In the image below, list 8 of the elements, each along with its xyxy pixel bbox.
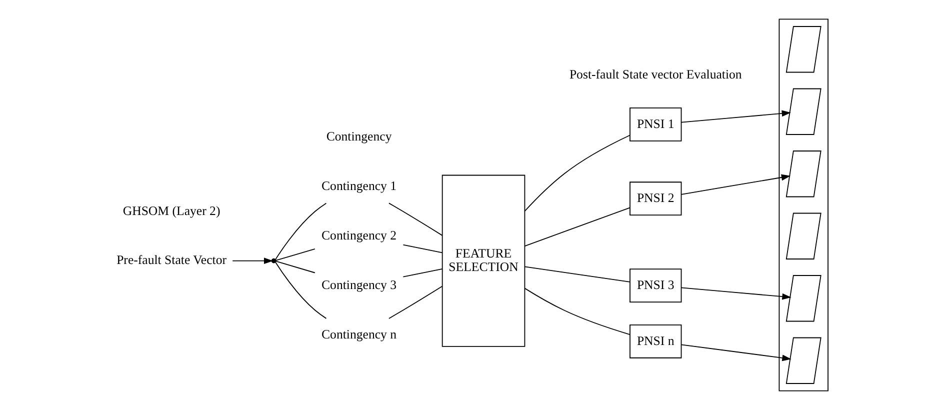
- node-text: Contingency n: [321, 327, 396, 342]
- label: GHSOM (Layer 2): [122, 204, 220, 218]
- label: Post-fault State vector Evaluation: [568, 67, 742, 82]
- node-text: Pre-fault State Vector: [116, 253, 226, 268]
- node-text: Contingency 1: [321, 179, 396, 194]
- node-text: Contingency 2: [321, 228, 396, 243]
- label: Contingency: [326, 130, 392, 144]
- node-text: Contingency 3: [321, 278, 396, 292]
